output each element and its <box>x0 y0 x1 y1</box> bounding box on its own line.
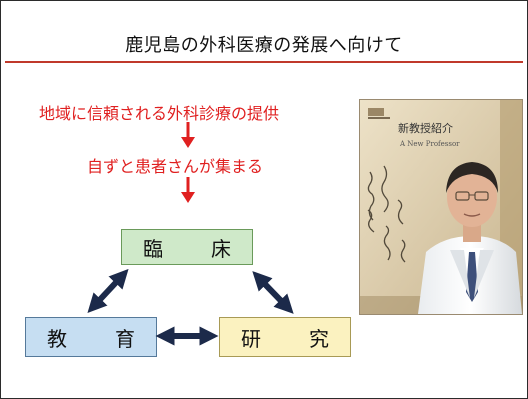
professor-photo: 新教授紹介 A New Professor <box>359 99 523 315</box>
research-label: 研 究 <box>241 326 343 351</box>
education-label: 教 育 <box>47 326 149 351</box>
double-arrow-icon <box>252 271 294 314</box>
research-box: 研 究 <box>219 317 351 357</box>
slide-title: 鹿児島の外科医療の発展へ向けて <box>125 35 403 56</box>
education-box: 教 育 <box>25 317 157 357</box>
magazine-title: 新教授紹介 <box>398 122 453 135</box>
down-arrow-icon <box>181 122 195 148</box>
double-arrow-icon <box>87 268 129 314</box>
down-arrow-icon <box>181 177 195 203</box>
flow-line-trusted-care: 地域に信頼される外科診療の提供 <box>39 104 280 123</box>
title-underline <box>5 61 523 63</box>
professor-portrait-image <box>360 100 522 314</box>
magazine-subtitle: A New Professor <box>400 140 460 148</box>
clinical-label: 臨 床 <box>143 236 245 261</box>
flow-line-patients-gather: 自ずと患者さんが集まる <box>87 157 264 176</box>
clinical-box: 臨 床 <box>121 229 253 265</box>
